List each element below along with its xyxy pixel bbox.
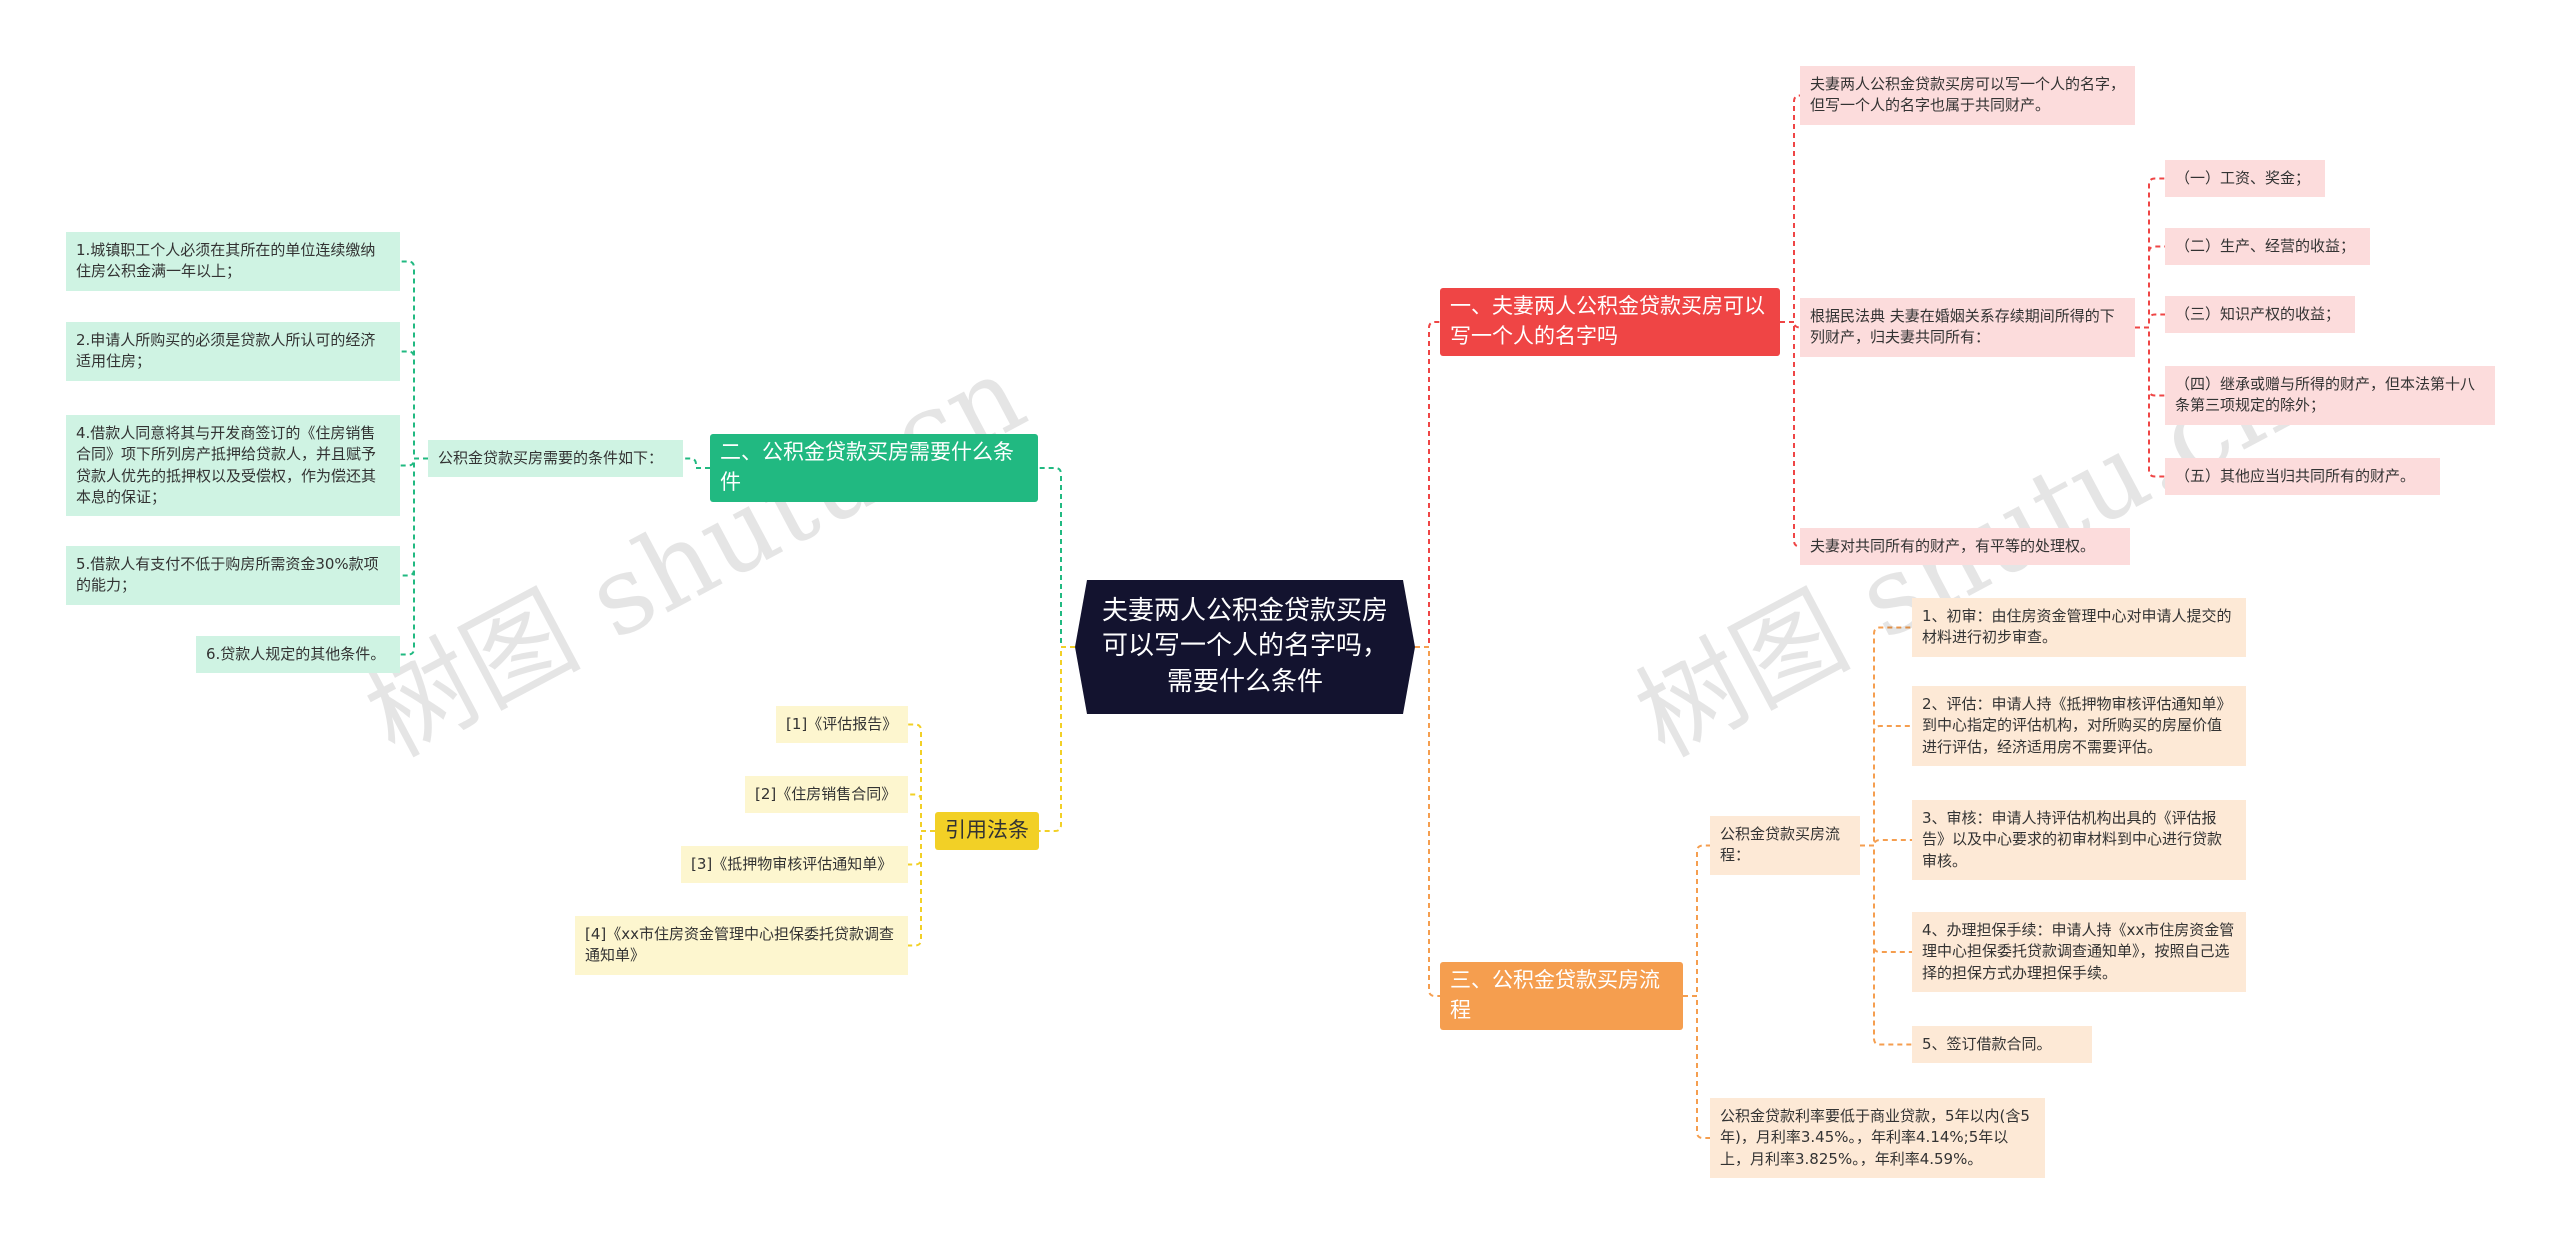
connector-civil-code-item <box>2135 326 2165 478</box>
process-step[interactable]: 2、评估：申请人持《抵押物审核评估通知单》到中心指定的评估机构，对所购买的房屋价… <box>1912 686 2246 766</box>
branch-section1[interactable]: 一、夫妻两人公积金贷款买房可以写一个人的名字吗 <box>1440 288 1780 356</box>
condition-item[interactable]: 1.城镇职工个人必须在其所在的单位连续缴纳住房公积金满一年以上； <box>66 232 400 291</box>
connector-process-step <box>1860 725 1912 847</box>
connector-section2-label <box>683 457 710 469</box>
root-topic-text: 夫妻两人公积金贷款买房可以写一个人的名字吗，需要什么条件 <box>1101 596 1388 697</box>
connector-civil-code-item <box>2135 177 2165 329</box>
connector-condition-item <box>400 260 428 460</box>
root-topic[interactable]: 夫妻两人公积金贷款买房可以写一个人的名字吗，需要什么条件 <box>1075 580 1415 714</box>
condition-item[interactable]: 5.借款人有支付不低于购房所需资金30%款项的能力； <box>66 546 400 605</box>
connector-section1-leaf <box>1780 94 1801 323</box>
process-step[interactable]: 3、审核：申请人持评估机构出具的《评估报告》以及中心要求的初审材料到中心进行贷款… <box>1912 800 2246 880</box>
connector-section3-leaf <box>1683 995 1710 1139</box>
connector-process-step <box>1860 844 1912 953</box>
condition-item[interactable]: 2.申请人所购买的必须是贷款人所认可的经济适用住房； <box>66 322 400 381</box>
section3-rate[interactable]: 公积金贷款利率要低于商业贷款，5年以内(含5年)，月利率3.45%。，年利率4.… <box>1710 1098 2045 1178</box>
property-item[interactable]: （二）生产、经营的收益； <box>2165 228 2370 266</box>
connector-root-references <box>1039 646 1075 832</box>
connector-section3-leaf <box>1683 844 1710 997</box>
connector-reference-item <box>908 830 935 866</box>
reference-item[interactable]: [3]《抵押物审核评估通知单》 <box>681 846 908 884</box>
property-item[interactable]: （三）知识产权的收益； <box>2165 296 2355 334</box>
property-item[interactable]: （五）其他应当归共同所有的财产。 <box>2165 458 2440 496</box>
section1-equal-right[interactable]: 夫妻对共同所有的财产，有平等的处理权。 <box>1800 528 2130 566</box>
section1-intro[interactable]: 夫妻两人公积金贷款买房可以写一个人的名字，但写一个人的名字也属于共同财产。 <box>1800 66 2135 125</box>
reference-item[interactable]: [1]《评估报告》 <box>776 706 908 744</box>
connector-reference-item <box>908 723 935 832</box>
process-step[interactable]: 5、签订借款合同。 <box>1912 1026 2092 1064</box>
connector-process-step <box>1860 839 1912 847</box>
branch-references[interactable]: 引用法条 <box>935 812 1039 850</box>
section2-conditions-label[interactable]: 公积金贷款买房需要的条件如下： <box>428 440 683 478</box>
condition-item[interactable]: 4.借款人同意将其与开发商签订的《住房销售合同》项下所列房产抵押给贷款人，并且赋… <box>66 415 400 517</box>
connector-civil-code-item <box>2135 245 2165 329</box>
property-item[interactable]: （四）继承或赠与所得的财产，但本法第十八条第三项规定的除外； <box>2165 366 2495 425</box>
connector-root-section3 <box>1415 646 1440 997</box>
connector-root-section2 <box>1038 467 1075 648</box>
branch-section3[interactable]: 三、公积金贷款买房流程 <box>1440 962 1683 1030</box>
connector-process-step <box>1860 844 1912 1046</box>
connector-condition-item <box>400 350 428 460</box>
connector-civil-code-item <box>2135 313 2165 329</box>
connector-root-section1 <box>1415 321 1440 648</box>
connector-section1-leaf <box>1780 321 1801 548</box>
condition-item[interactable]: 6.贷款人规定的其他条件。 <box>196 636 400 674</box>
connector-reference-item <box>908 793 935 832</box>
reference-item[interactable]: [4]《xx市住房资金管理中心担保委托贷款调查通知单》 <box>575 916 908 975</box>
reference-item[interactable]: [2]《住房销售合同》 <box>745 776 908 814</box>
section1-civil-code[interactable]: 根据民法典 夫妻在婚姻关系存续期间所得的下列财产，归夫妻共同所有： <box>1800 298 2135 357</box>
property-item[interactable]: （一）工资、奖金； <box>2165 160 2325 198</box>
section3-process-label[interactable]: 公积金贷款买房流程： <box>1710 816 1860 875</box>
connector-condition-item <box>400 457 428 577</box>
connector-reference-item <box>908 830 935 947</box>
connector-condition-item <box>400 457 428 656</box>
connector-condition-item <box>400 457 428 467</box>
connector-process-step <box>1860 626 1912 847</box>
process-step[interactable]: 1、初审：由住房资金管理中心对申请人提交的材料进行初步审查。 <box>1912 598 2246 657</box>
process-step[interactable]: 4、办理担保手续：申请人持《xx市住房资金管理中心担保委托贷款调查通知单》，按照… <box>1912 912 2246 992</box>
branch-section2[interactable]: 二、公积金贷款买房需要什么条件 <box>710 434 1038 502</box>
